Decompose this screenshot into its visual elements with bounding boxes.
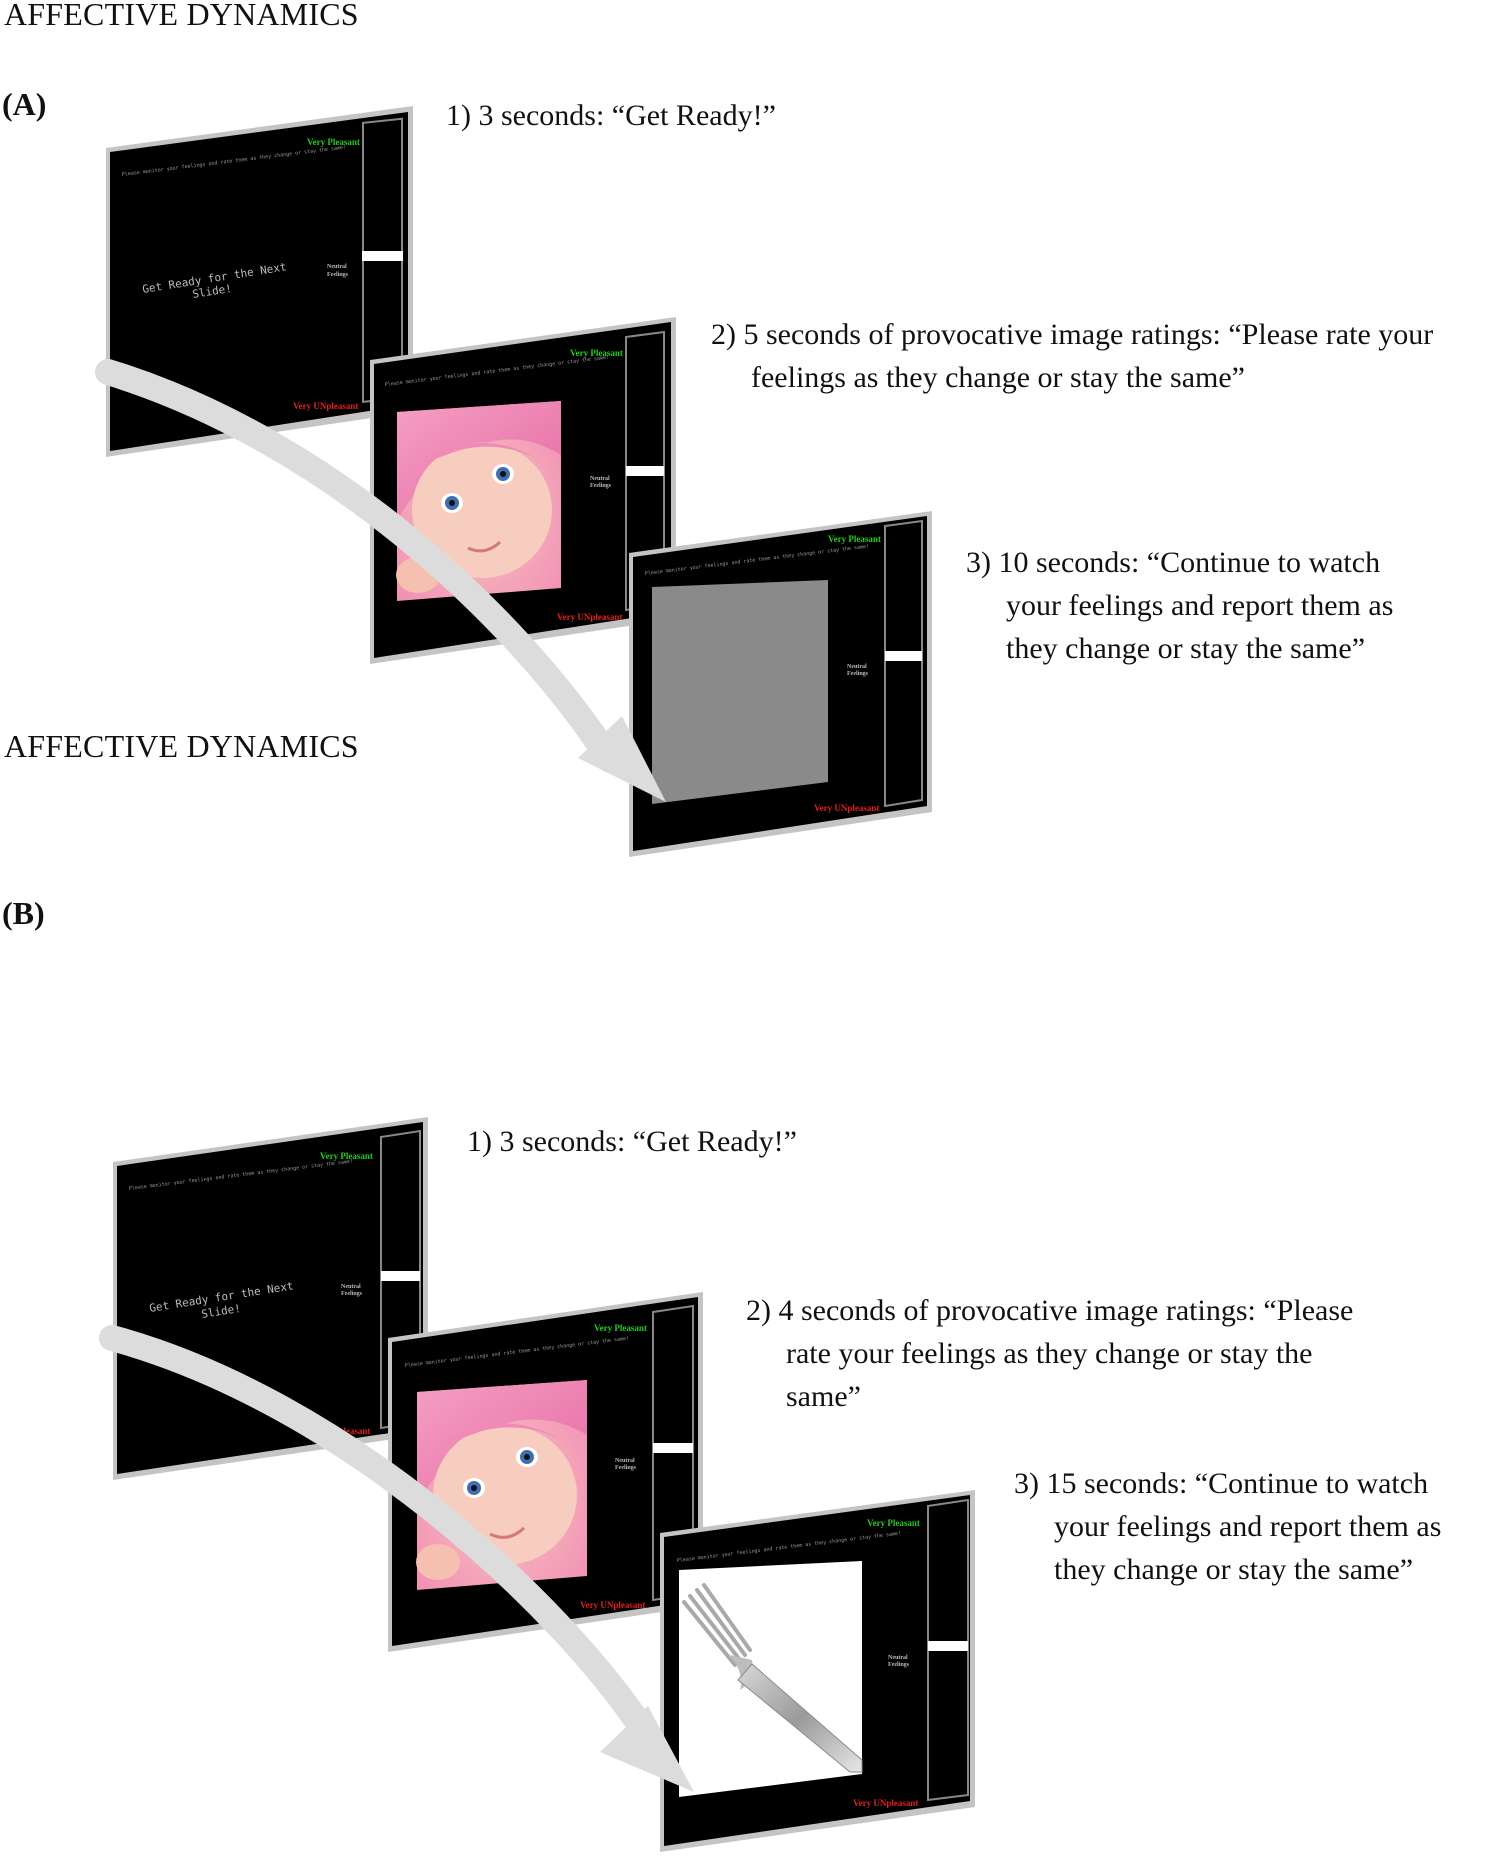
figure-heading-top: AFFECTIVE DYNAMICS: [4, 0, 359, 32]
arrow-a: [95, 359, 666, 802]
step-text-cont: your feelings and report them as: [1054, 1510, 1442, 1543]
very-unpleasant-label: Very UNpleasant: [853, 1798, 918, 1808]
neutral-label: Feelings: [888, 1662, 910, 1668]
baby-photo: [396, 401, 561, 601]
very-unpleasant-label: Very UNpleasant: [557, 612, 622, 622]
step-text-cont: same”: [786, 1380, 861, 1413]
very-unpleasant-label: Very UNpleasant: [580, 1600, 645, 1610]
get-ready-text: Slide!: [191, 282, 232, 301]
step-text: 1) 3 seconds: “Get Ready!”: [446, 99, 776, 132]
rating-slider-marker: [653, 1443, 693, 1453]
step-text: 1) 3 seconds: “Get Ready!”: [467, 1125, 797, 1158]
neutral-label: Feelings: [327, 272, 349, 278]
very-pleasant-label: Very Pleasant: [570, 348, 623, 358]
rating-slider-marker: [928, 1641, 968, 1651]
very-pleasant-label: Very Pleasant: [307, 137, 360, 147]
neutral-label: Feelings: [590, 483, 612, 489]
neutral-label: Neutral: [341, 1284, 361, 1290]
panel-a-step-2: 2) 5 seconds of provocative image rating…: [711, 313, 1433, 399]
neutral-label: Feelings: [615, 1465, 637, 1471]
neutral-label: Neutral: [847, 664, 867, 670]
rating-scale-bar: [884, 519, 923, 808]
panel-b-label: (B): [2, 895, 45, 931]
panel-b-slide-1: Very Pleasant Very UNpleasant Neutral Fe…: [113, 1117, 428, 1480]
rating-slider-marker: [362, 251, 403, 261]
get-ready-text: Slide!: [200, 1302, 241, 1321]
rating-slider-marker: [381, 1271, 420, 1281]
very-pleasant-label: Very Pleasant: [320, 1151, 373, 1161]
very-unpleasant-label: Very UNpleasant: [293, 401, 358, 411]
panel-b-step-3: 3) 15 seconds: “Continue to watch your f…: [1014, 1462, 1441, 1591]
very-pleasant-label: Very Pleasant: [828, 534, 881, 544]
step-text-cont: they change or stay the same”: [1054, 1553, 1414, 1586]
rating-slider-marker: [885, 651, 922, 661]
neutral-label: Neutral: [888, 1655, 908, 1661]
fork-photo: [679, 1561, 863, 1797]
neutral-label: Feelings: [847, 671, 869, 677]
step-text: 2) 5 seconds of provocative image rating…: [711, 318, 1434, 351]
step-text: 2) 4 seconds of provocative image rating…: [746, 1294, 1354, 1327]
panel-a-step-1: 1) 3 seconds: “Get Ready!”: [446, 94, 776, 137]
panel-a-label: (A): [2, 86, 47, 122]
panel-b-step-2: 2) 4 seconds of provocative image rating…: [746, 1289, 1353, 1418]
arrow-b: [99, 1325, 694, 1792]
panel-b-slide-3: Very Pleasant Very UNpleasant Neutral Fe…: [660, 1490, 975, 1852]
step-text: 3) 15 seconds: “Continue to watch: [1014, 1467, 1429, 1500]
step-text-cont: your feelings and report them as: [1006, 589, 1394, 622]
gray-square: [652, 580, 828, 804]
panel-b-step-1: 1) 3 seconds: “Get Ready!”: [467, 1120, 797, 1163]
neutral-label: Neutral: [327, 264, 347, 270]
neutral-label: Feelings: [341, 1291, 363, 1297]
very-pleasant-label: Very Pleasant: [867, 1518, 920, 1528]
neutral-label: Neutral: [615, 1458, 635, 1464]
very-pleasant-label: Very Pleasant: [594, 1323, 647, 1333]
panel-a-slide-1: Very Pleasant Very UNpleasant Neutral Fe…: [106, 106, 413, 457]
step-text: 3) 10 seconds: “Continue to watch: [966, 546, 1381, 579]
figure-heading-bottom: AFFECTIVE DYNAMICS: [4, 728, 359, 764]
step-text-cont: they change or stay the same”: [1006, 632, 1366, 665]
step-text-cont: feelings as they change or stay the same…: [751, 361, 1245, 394]
panel-a-step-3: 3) 10 seconds: “Continue to watch your f…: [966, 541, 1393, 670]
neutral-label: Neutral: [590, 476, 610, 482]
very-unpleasant-label: Very UNpleasant: [814, 803, 879, 813]
rating-slider-marker: [626, 466, 664, 476]
step-text-cont: rate your feelings as they change or sta…: [786, 1337, 1313, 1370]
panel-a-slide-3: Very Pleasant Very UNpleasant Neutral Fe…: [629, 511, 932, 857]
